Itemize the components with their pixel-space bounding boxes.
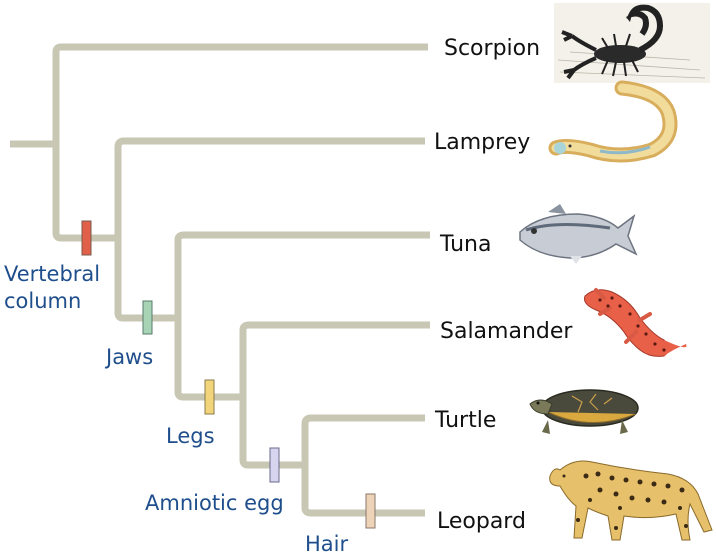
trait-label-vertebral: Vertebral bbox=[4, 262, 100, 286]
taxon-label-lamprey: Lamprey bbox=[434, 130, 530, 155]
taxon-label-tuna: Tuna bbox=[439, 232, 491, 257]
scorpion-icon bbox=[554, 3, 710, 83]
branch-turtle bbox=[301, 414, 425, 465]
amniotic-egg-marker bbox=[269, 447, 280, 483]
tree-branches bbox=[10, 43, 430, 517]
branch-tuna bbox=[174, 231, 430, 318]
branch-lamprey bbox=[114, 137, 425, 238]
branch-jawed bbox=[114, 238, 178, 322]
branch-amniotes bbox=[239, 397, 305, 469]
lamprey-icon bbox=[548, 80, 678, 163]
tuna-icon bbox=[519, 204, 638, 264]
branch-salamander bbox=[239, 321, 430, 397]
taxon-label-turtle: Turtle bbox=[434, 408, 496, 433]
branch-tetrapods bbox=[174, 318, 243, 401]
trait-label-hair: Hair bbox=[305, 532, 348, 555]
leopard-icon bbox=[549, 460, 713, 541]
turtle-icon bbox=[529, 389, 639, 434]
taxon-label-salamander: Salamander bbox=[440, 319, 573, 344]
salamander-icon bbox=[584, 288, 687, 357]
branch-vertebrates bbox=[52, 144, 118, 242]
taxon-label-leopard: Leopard bbox=[437, 509, 526, 534]
trait-label-amniotic-egg: Amniotic egg bbox=[145, 491, 284, 515]
hair-marker bbox=[365, 493, 376, 529]
taxon-label-scorpion: Scorpion bbox=[444, 36, 540, 61]
trait-label-legs: Legs bbox=[166, 424, 215, 448]
legs-marker bbox=[204, 379, 215, 415]
branch-scorpion bbox=[52, 43, 428, 144]
jaws-marker bbox=[142, 300, 153, 335]
vertebral-column-marker bbox=[81, 220, 92, 256]
branch-mammals bbox=[301, 465, 425, 517]
trait-label-jaws: Jaws bbox=[104, 345, 153, 369]
trait-label-column: column bbox=[4, 289, 81, 313]
